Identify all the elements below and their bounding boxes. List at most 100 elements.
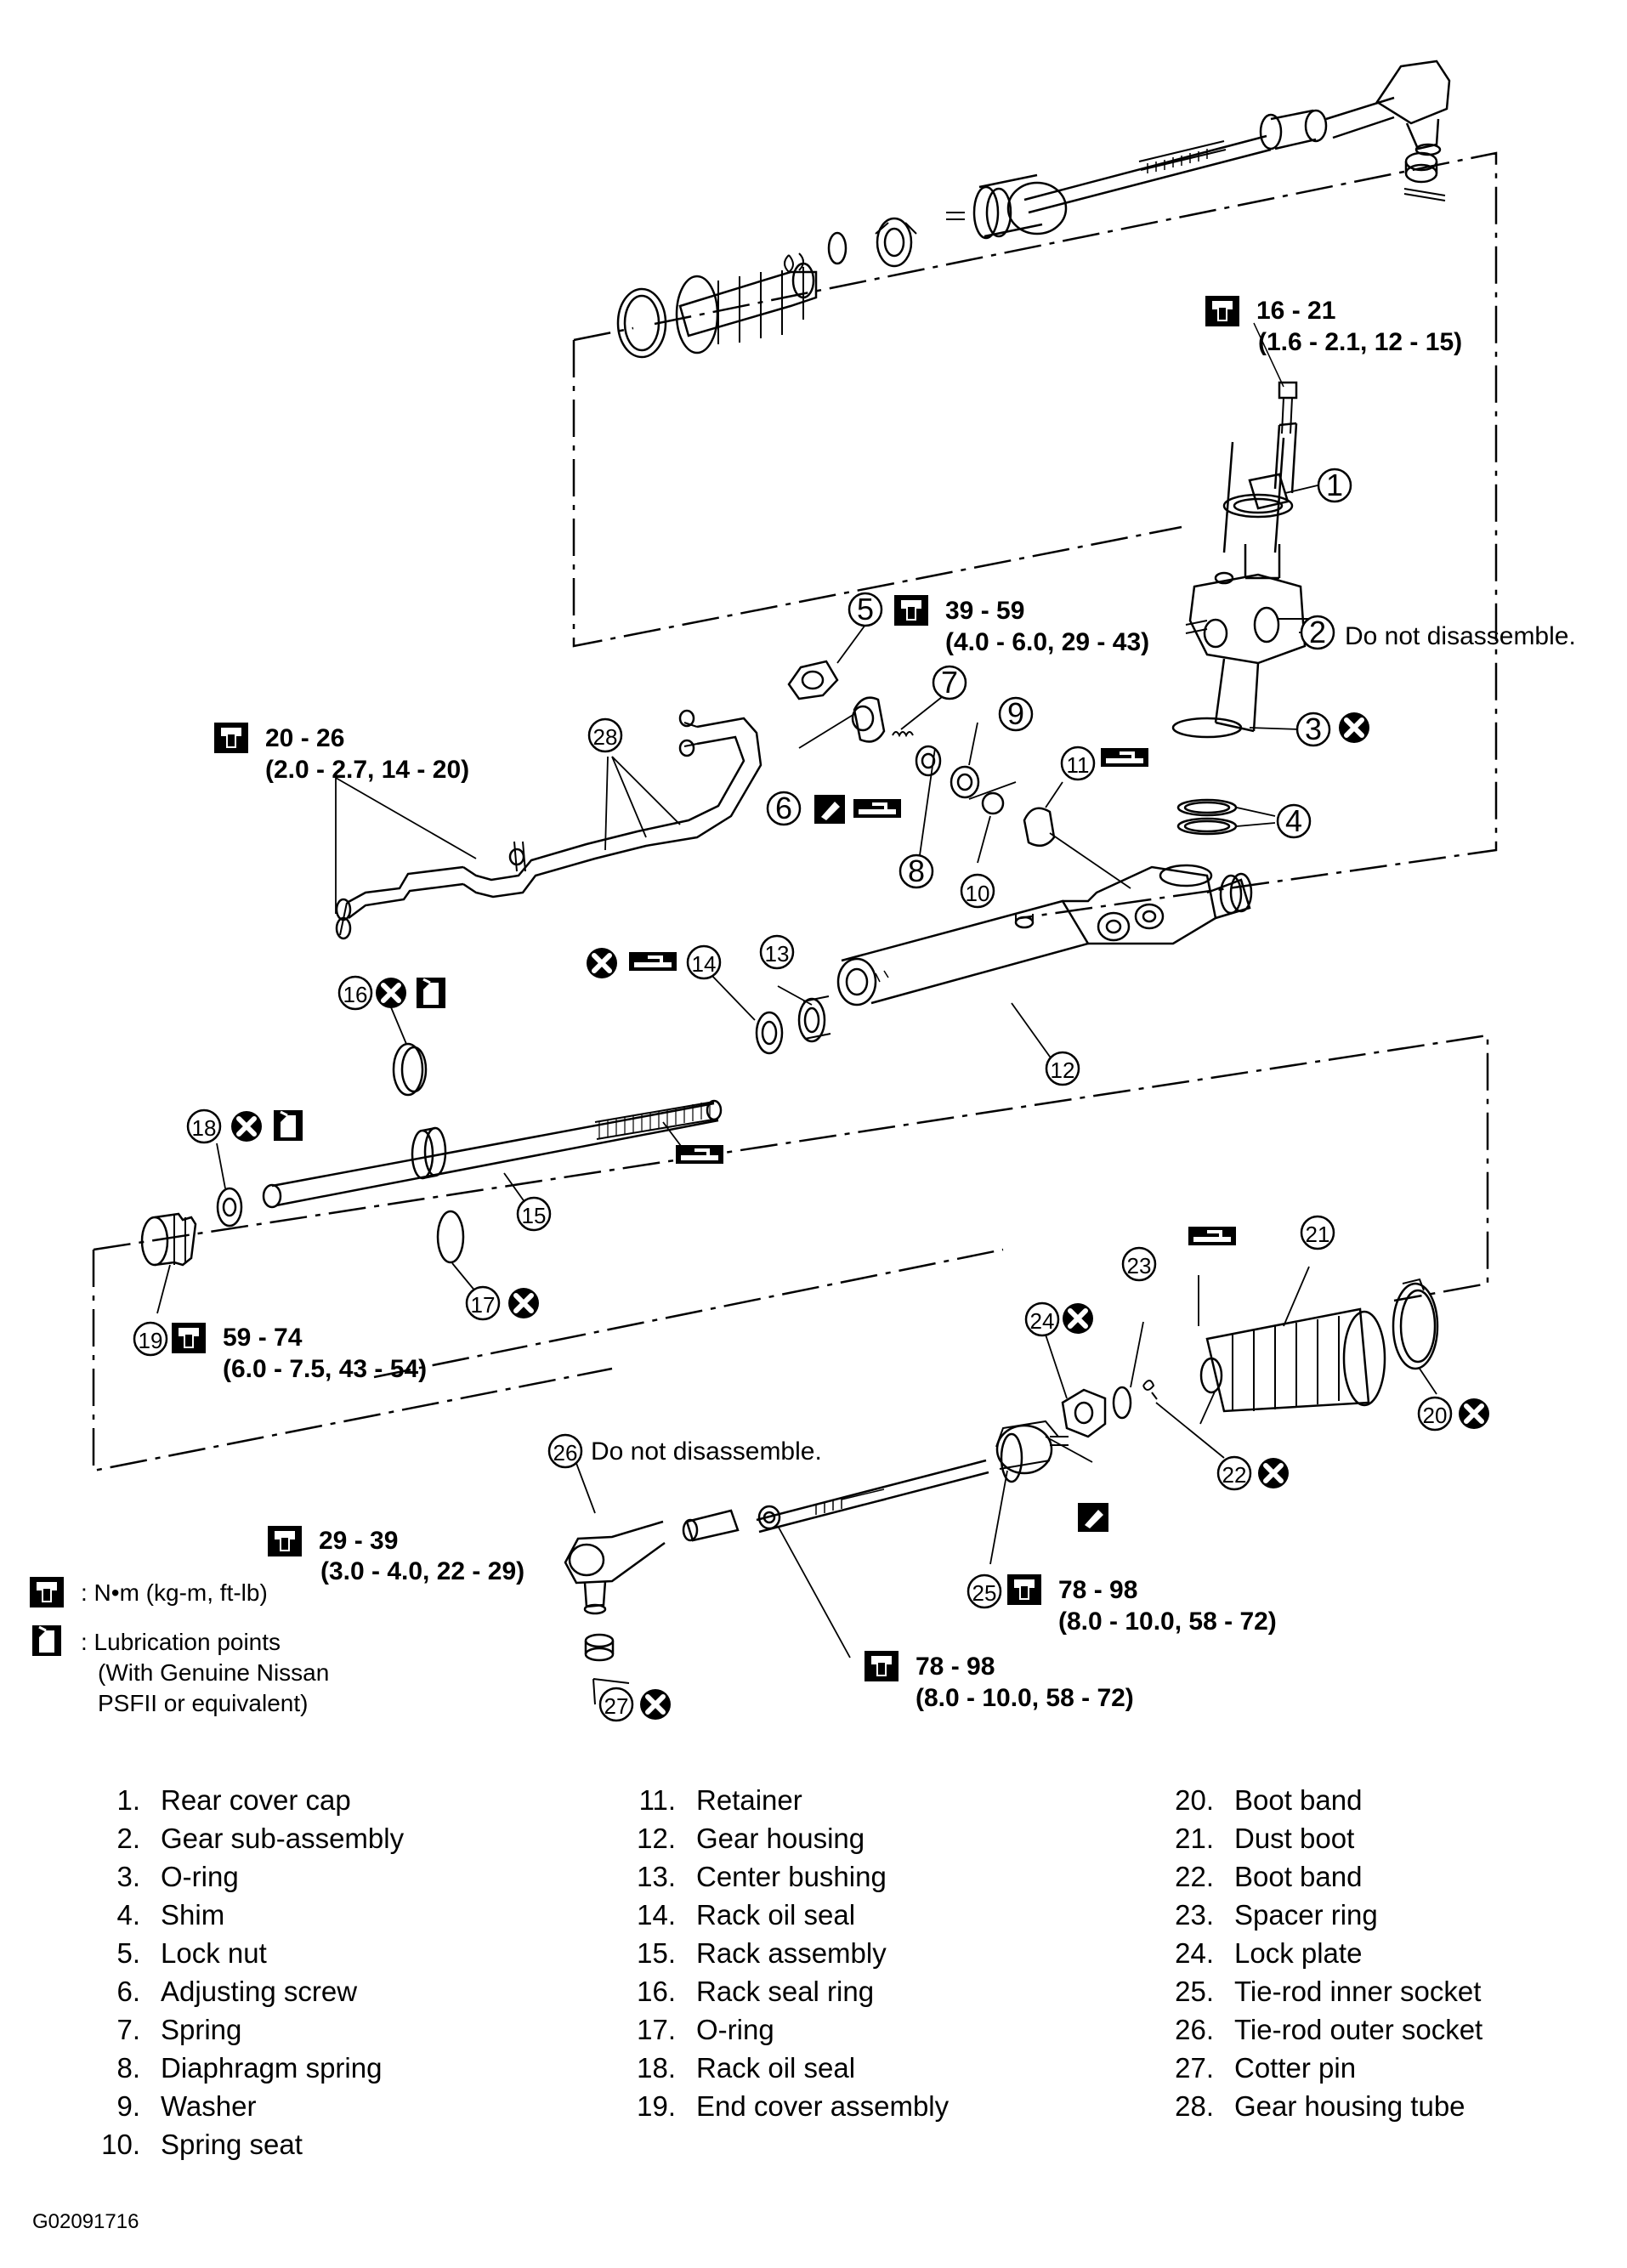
grease-icon (676, 1145, 723, 1164)
part-list-item: 16.Rack seal ring (616, 1972, 874, 2010)
part-number: 17. (637, 2014, 676, 2045)
replace-part-x-icon (1063, 1303, 1093, 1334)
callout-23: 23 (1121, 1246, 1157, 1282)
callout-9: 9 (998, 696, 1034, 732)
svg-text:20 - 26: 20 - 26 (265, 724, 344, 752)
part-list-item: 7. Spring (81, 2010, 241, 2049)
callout-13: 13 (759, 934, 795, 970)
svg-text:6: 6 (775, 791, 792, 825)
part-list-item: 13.Center bushing (616, 1857, 887, 1896)
svg-text:17: 17 (471, 1292, 496, 1318)
callout-2: 2 (1300, 615, 1335, 650)
callout-22: 22 (1216, 1455, 1252, 1491)
callout-18: 18 (186, 1108, 222, 1144)
svg-text:20: 20 (1423, 1403, 1448, 1428)
svg-text:24: 24 (1030, 1308, 1055, 1334)
part-list-item: 18.Rack oil seal (616, 2049, 855, 2087)
grease-icon (853, 799, 901, 818)
callout-5: 5 (848, 592, 883, 627)
part-name: Gear housing (696, 1823, 865, 1854)
callout-28: 28 (587, 717, 623, 753)
svg-text:(With Genuine Nissan: (With Genuine Nissan (98, 1659, 329, 1686)
torque-spec-16-21: 16 - 21 (1.6 - 2.1, 12 - 15) (1205, 296, 1462, 356)
part-name: Spring seat (161, 2129, 303, 2160)
part-list-item: 15.Rack assembly (616, 1934, 887, 1972)
svg-text:23: 23 (1127, 1253, 1152, 1279)
part-list-item: 10.Spring seat (81, 2125, 303, 2163)
torque-spec-39-59: 39 - 59 (4.0 - 6.0, 29 - 43) (894, 595, 1149, 656)
end-cover-assembly (140, 1212, 197, 1267)
svg-text:22: 22 (1222, 1462, 1247, 1488)
torque-wrench-icon (1007, 1574, 1041, 1605)
callout-markers: 1 2 3 4 5 6 7 8 9 10 11 12 13 14 15 16 1… (133, 468, 1453, 1722)
replace-part-x-icon (376, 978, 406, 1008)
part-name: Spacer ring (1234, 1899, 1378, 1931)
callout-19: 19 (133, 1321, 168, 1357)
part-number: 4. (116, 1899, 140, 1931)
callout-25: 25 (967, 1573, 1002, 1609)
gear-housing-tube (335, 709, 762, 940)
replace-part-x-icon (231, 1111, 262, 1142)
svg-text:16 - 21: 16 - 21 (1256, 297, 1335, 325)
svg-text:(2.0 - 2.7, 14 - 20): (2.0 - 2.7, 14 - 20) (265, 756, 469, 784)
part-name: Shim (161, 1899, 225, 1931)
part-list-item: 11. Retainer (616, 1781, 802, 1819)
torque-wrench-icon (172, 1323, 206, 1353)
grease-icon (1101, 748, 1148, 767)
svg-text:21: 21 (1306, 1222, 1330, 1247)
part-list-item: 5.Lock nut (81, 1934, 266, 1972)
torque-wrench-icon (214, 723, 248, 753)
callout-15: 15 (516, 1196, 552, 1232)
symbol-legend: : N•m (kg-m, ft-lb) : Lubrication points… (30, 1577, 329, 1716)
upper-dust-boot (675, 262, 818, 354)
svg-text:78 - 98: 78 - 98 (916, 1653, 995, 1681)
part-name: Gear sub-assembly (161, 1823, 405, 1854)
part-number: 15. (637, 1937, 676, 1969)
outer-tie-rod-end (564, 1520, 666, 1615)
part-list-item: 20.Boot band (1154, 1781, 1362, 1819)
replace-part-x-icon (640, 1689, 671, 1720)
part-list-item: 21.Dust boot (1154, 1819, 1354, 1857)
svg-text:3: 3 (1305, 712, 1322, 746)
part-list-item: 25.Tie-rod inner socket (1154, 1972, 1481, 2010)
svg-text:(3.0 - 4.0, 22 - 29): (3.0 - 4.0, 22 - 29) (320, 1557, 524, 1585)
part-list-item: 19.End cover assembly (616, 2087, 949, 2125)
part-list-item: 17.O-ring (616, 2010, 774, 2049)
part-list-item: 4. Shim (81, 1896, 224, 1934)
legend-torque-label: : N•m (kg-m, ft-lb) (81, 1579, 268, 1606)
part-name: Boot band (1234, 1861, 1363, 1892)
svg-text:10: 10 (966, 881, 990, 906)
callout-14: 14 (686, 944, 722, 980)
part-list-item: 9.Washer (81, 2087, 256, 2125)
replace-part-x-icon (1258, 1458, 1289, 1488)
part-number: 2. (116, 1823, 140, 1854)
part-number: 23. (1175, 1899, 1214, 1931)
part-list-item: 14.Rack oil seal (616, 1896, 855, 1934)
part-name: Retainer (696, 1784, 802, 1816)
part-name: Tie-rod inner socket (1234, 1976, 1482, 2007)
adhesive-icon (1078, 1503, 1108, 1532)
part-list-item: 26.Tie-rod outer socket (1154, 2010, 1482, 2049)
svg-text:8: 8 (908, 853, 925, 888)
callout-21: 21 (1300, 1215, 1335, 1250)
callout-26: 26 (547, 1433, 583, 1469)
part-number: 27. (1175, 2052, 1214, 2084)
lower-tie-rod (756, 1420, 1069, 1534)
part-number: 18. (637, 2052, 676, 2084)
part-number: 7. (116, 2014, 140, 2045)
part-list-item: 3.O-ring (81, 1857, 238, 1896)
part-name: Washer (161, 2090, 257, 2122)
callout-10: 10 (960, 873, 995, 909)
callout-8: 8 (899, 853, 934, 889)
gear-housing (836, 864, 1253, 1006)
part-name: Spring (161, 2014, 242, 2045)
note-do-not-disassemble-2: Do not disassemble. (1345, 622, 1576, 650)
part-number: 11. (638, 1784, 676, 1816)
part-number: 3. (116, 1861, 140, 1892)
callout-11: 11 (1060, 746, 1096, 781)
part-list-item: 27.Cotter pin (1154, 2049, 1356, 2087)
part-name: Tie-rod outer socket (1234, 2014, 1483, 2045)
replace-part-x-icon (587, 948, 617, 978)
